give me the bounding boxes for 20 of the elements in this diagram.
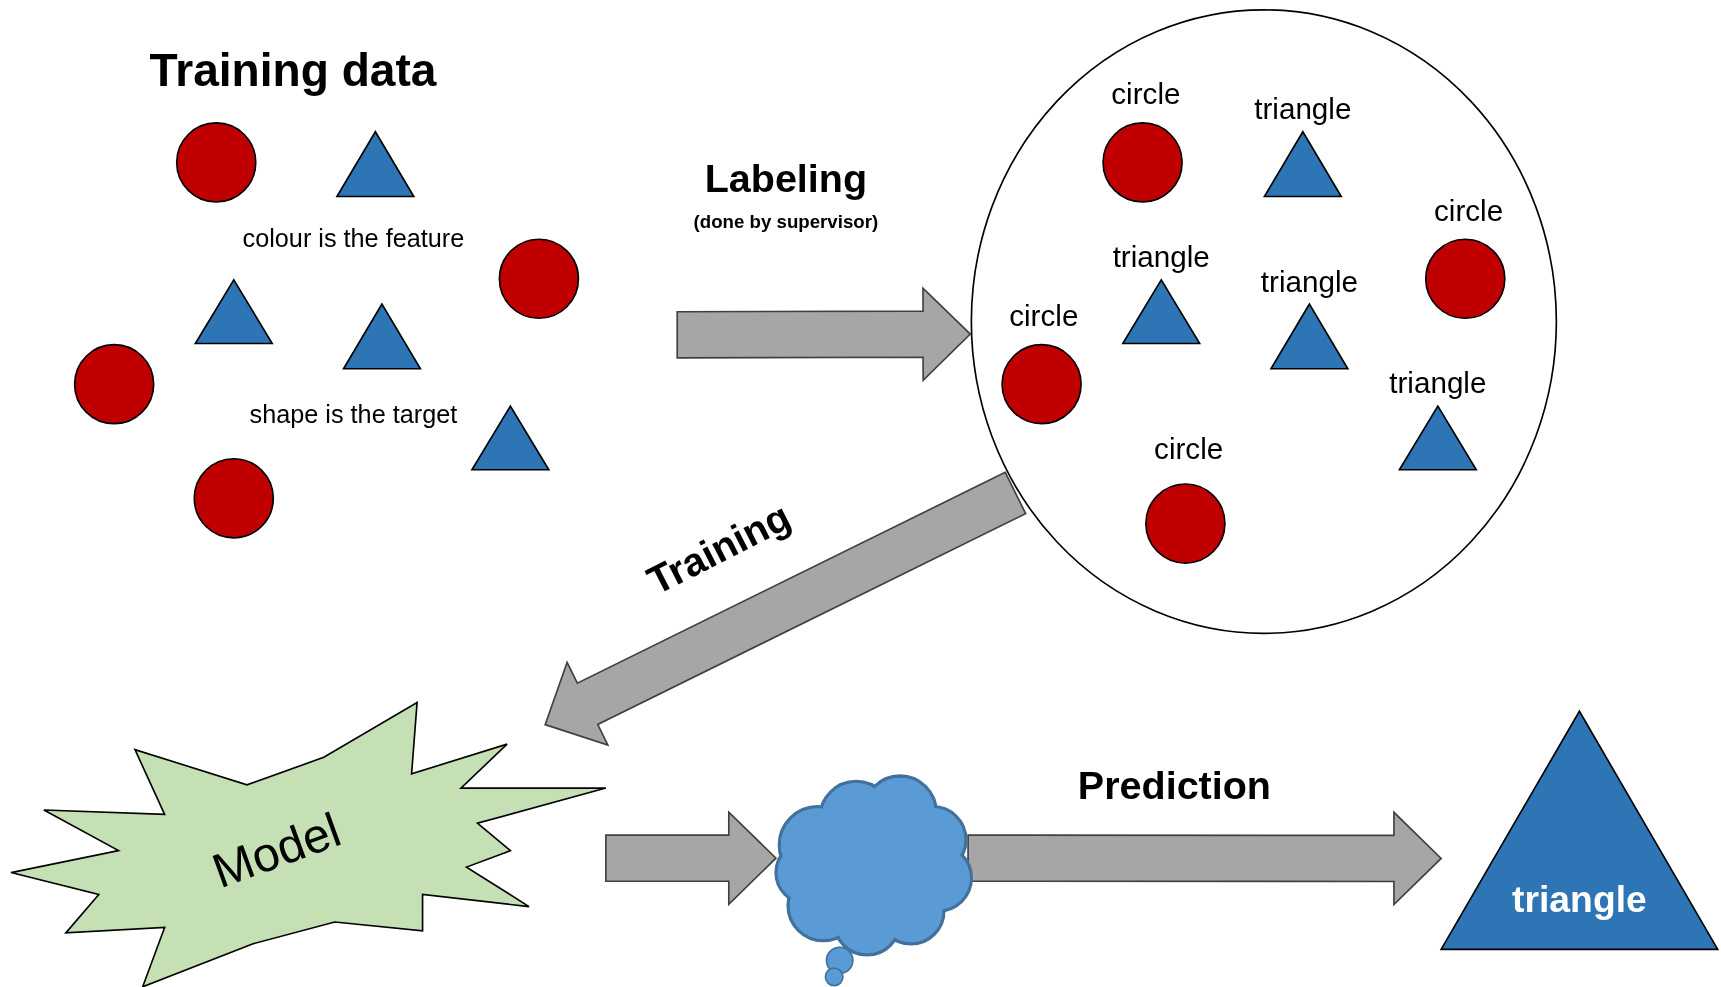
shape-label: circle	[1111, 79, 1181, 112]
shape-label: circle	[1154, 433, 1224, 467]
block-arrow	[544, 471, 1027, 747]
shape-label: circle	[1009, 300, 1079, 334]
shape-label: circle	[1434, 195, 1504, 229]
note-text: (done by supervisor)	[693, 212, 879, 234]
chart-title: Training data	[149, 44, 437, 96]
shape-label: triangle	[1389, 367, 1487, 401]
shape-label: triangle	[1254, 93, 1352, 127]
node-label: Model	[205, 803, 348, 899]
block-arrow	[967, 810, 1443, 907]
block-arrow	[605, 810, 778, 907]
note-text: shape is the target	[249, 401, 458, 429]
shape-label: triangle	[1260, 266, 1358, 300]
shape-label: triangle	[1112, 241, 1210, 275]
node-label: triangle	[1512, 879, 1647, 921]
edge-label: Labeling	[704, 157, 868, 201]
note-text: colour is the feature	[242, 225, 465, 254]
block-arrow	[676, 286, 972, 383]
edge-label: Prediction	[1077, 764, 1271, 808]
